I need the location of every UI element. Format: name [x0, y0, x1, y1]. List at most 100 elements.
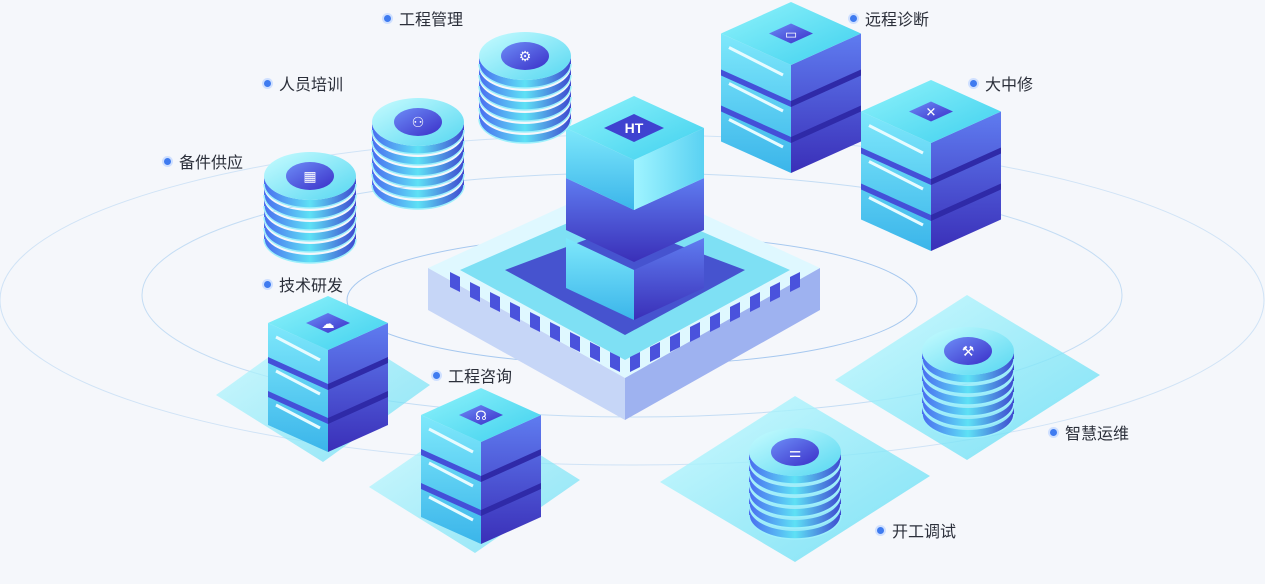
robot-arm-icon: ⚒: [962, 344, 975, 360]
label-commissioning[interactable]: 开工调试: [877, 518, 956, 542]
stack-disc: [372, 177, 464, 209]
stack-disc: [749, 463, 841, 495]
block-tier-line: [421, 449, 481, 482]
block-tier-line: [481, 449, 541, 482]
platform-tooth: [730, 302, 740, 322]
block-light-bar: [868, 196, 924, 227]
stack-disc-edge: [371, 184, 465, 210]
block-tier-line: [931, 183, 1001, 221]
headset-icon: ☊: [475, 409, 487, 424]
bullet-dot: [264, 280, 271, 288]
stack-disc: [479, 67, 571, 99]
stack-disc: [372, 155, 464, 187]
stack-engineering-management: ⚙: [478, 32, 572, 144]
stack-disc: [264, 198, 356, 230]
bullet-dot: [970, 79, 977, 87]
label-personnel-training[interactable]: 人员培训: [264, 71, 343, 95]
label-text: 工程管理: [399, 12, 464, 29]
stack-disc: [922, 395, 1014, 427]
label-overhaul[interactable]: 大中修: [970, 71, 1033, 95]
stack-disc-edge: [371, 140, 465, 166]
platform-tooth: [570, 332, 580, 352]
block-right-face: [791, 33, 861, 173]
block-badge: [769, 23, 813, 44]
stack-disc-edge: [263, 227, 357, 253]
block-light-bar: [728, 82, 784, 113]
block-tier-line: [268, 391, 328, 424]
platform-tooth: [690, 322, 700, 342]
stack-disc-edge: [478, 74, 572, 100]
stack-disc-edge: [748, 514, 842, 540]
stack-spare-parts-supply: ▦: [263, 152, 357, 264]
tools-icon: ✕: [926, 106, 937, 121]
stack-disc-edge: [371, 151, 465, 177]
block-right-face: [328, 323, 388, 452]
stack-disc: [922, 351, 1014, 383]
block-badge: [459, 405, 503, 425]
stack-smart-om: ⚒: [921, 327, 1015, 439]
block-light-bar: [728, 46, 784, 77]
cloud-doc-icon: ☁: [322, 317, 335, 332]
label-remote-diagnosis[interactable]: 远程诊断: [850, 6, 929, 30]
stack-badge: [394, 108, 442, 136]
block-light-bar: [428, 461, 474, 488]
platform-tooth: [470, 282, 480, 302]
disc-stacks: ⚙⚇▦⚒⚌: [263, 32, 1015, 540]
platform-tooth: [670, 332, 680, 352]
stack-disc: [264, 187, 356, 219]
stack-disc-edge: [478, 96, 572, 122]
stack-disc: [372, 144, 464, 176]
bullet-dot: [850, 14, 857, 22]
label-engineering-consulting[interactable]: 工程咨询: [433, 363, 512, 387]
block-tier-line: [421, 483, 481, 516]
label-engineering-management[interactable]: 工程管理: [384, 6, 463, 30]
platform-tooth: [750, 292, 760, 312]
block-light-bar: [728, 118, 784, 149]
stack-disc-edge: [921, 380, 1015, 406]
block-remote-diagnosis: ▭: [721, 2, 861, 173]
block-light-bar: [428, 427, 474, 454]
stack-disc-edge: [478, 63, 572, 89]
stack-disc: [479, 78, 571, 110]
platform-tooth: [510, 302, 520, 322]
stack-disc-edge: [263, 194, 357, 220]
stack-disc-edge: [478, 85, 572, 111]
platform-tooth: [450, 272, 460, 292]
platform-tooth: [590, 342, 600, 362]
stack-badge: [501, 42, 549, 70]
bullet-dot: [384, 14, 391, 22]
stack-commissioning: ⚌: [748, 428, 842, 540]
stack-disc: [264, 209, 356, 241]
platform-teeth: [450, 272, 800, 372]
label-spare-parts-supply[interactable]: 备件供应: [164, 149, 243, 173]
stack-badge: [771, 438, 819, 466]
stack-disc: [372, 166, 464, 198]
stack-disc-edge: [748, 459, 842, 485]
block-light-bar: [868, 160, 924, 191]
platform-tooth: [630, 352, 640, 372]
central-tower: HT: [566, 96, 704, 320]
stack-disc-edge: [371, 129, 465, 155]
block-light-bar: [428, 495, 474, 522]
bullet-dot: [164, 157, 171, 165]
platform-tooth: [610, 352, 620, 372]
stack-disc: [922, 384, 1014, 416]
stack-disc: [922, 362, 1014, 394]
block-tier-line: [328, 357, 388, 390]
block-light-bar: [275, 403, 321, 430]
stack-disc-edge: [921, 391, 1015, 417]
stack-disc-edge: [371, 162, 465, 188]
block-tier-line: [791, 69, 861, 107]
label-smart-om[interactable]: 智慧运维: [1050, 420, 1129, 444]
platform-tooth: [650, 342, 660, 362]
label-tech-rnd[interactable]: 技术研发: [264, 272, 343, 296]
platform-tooth: [710, 312, 720, 332]
stack-disc: [479, 89, 571, 121]
platform-tooth: [530, 312, 540, 332]
cube-blocks: ▭ ✕ ☁ ☊: [268, 2, 1001, 544]
stack-disc-edge: [921, 413, 1015, 439]
label-text: 远程诊断: [865, 12, 930, 29]
bullet-dot: [877, 526, 884, 534]
